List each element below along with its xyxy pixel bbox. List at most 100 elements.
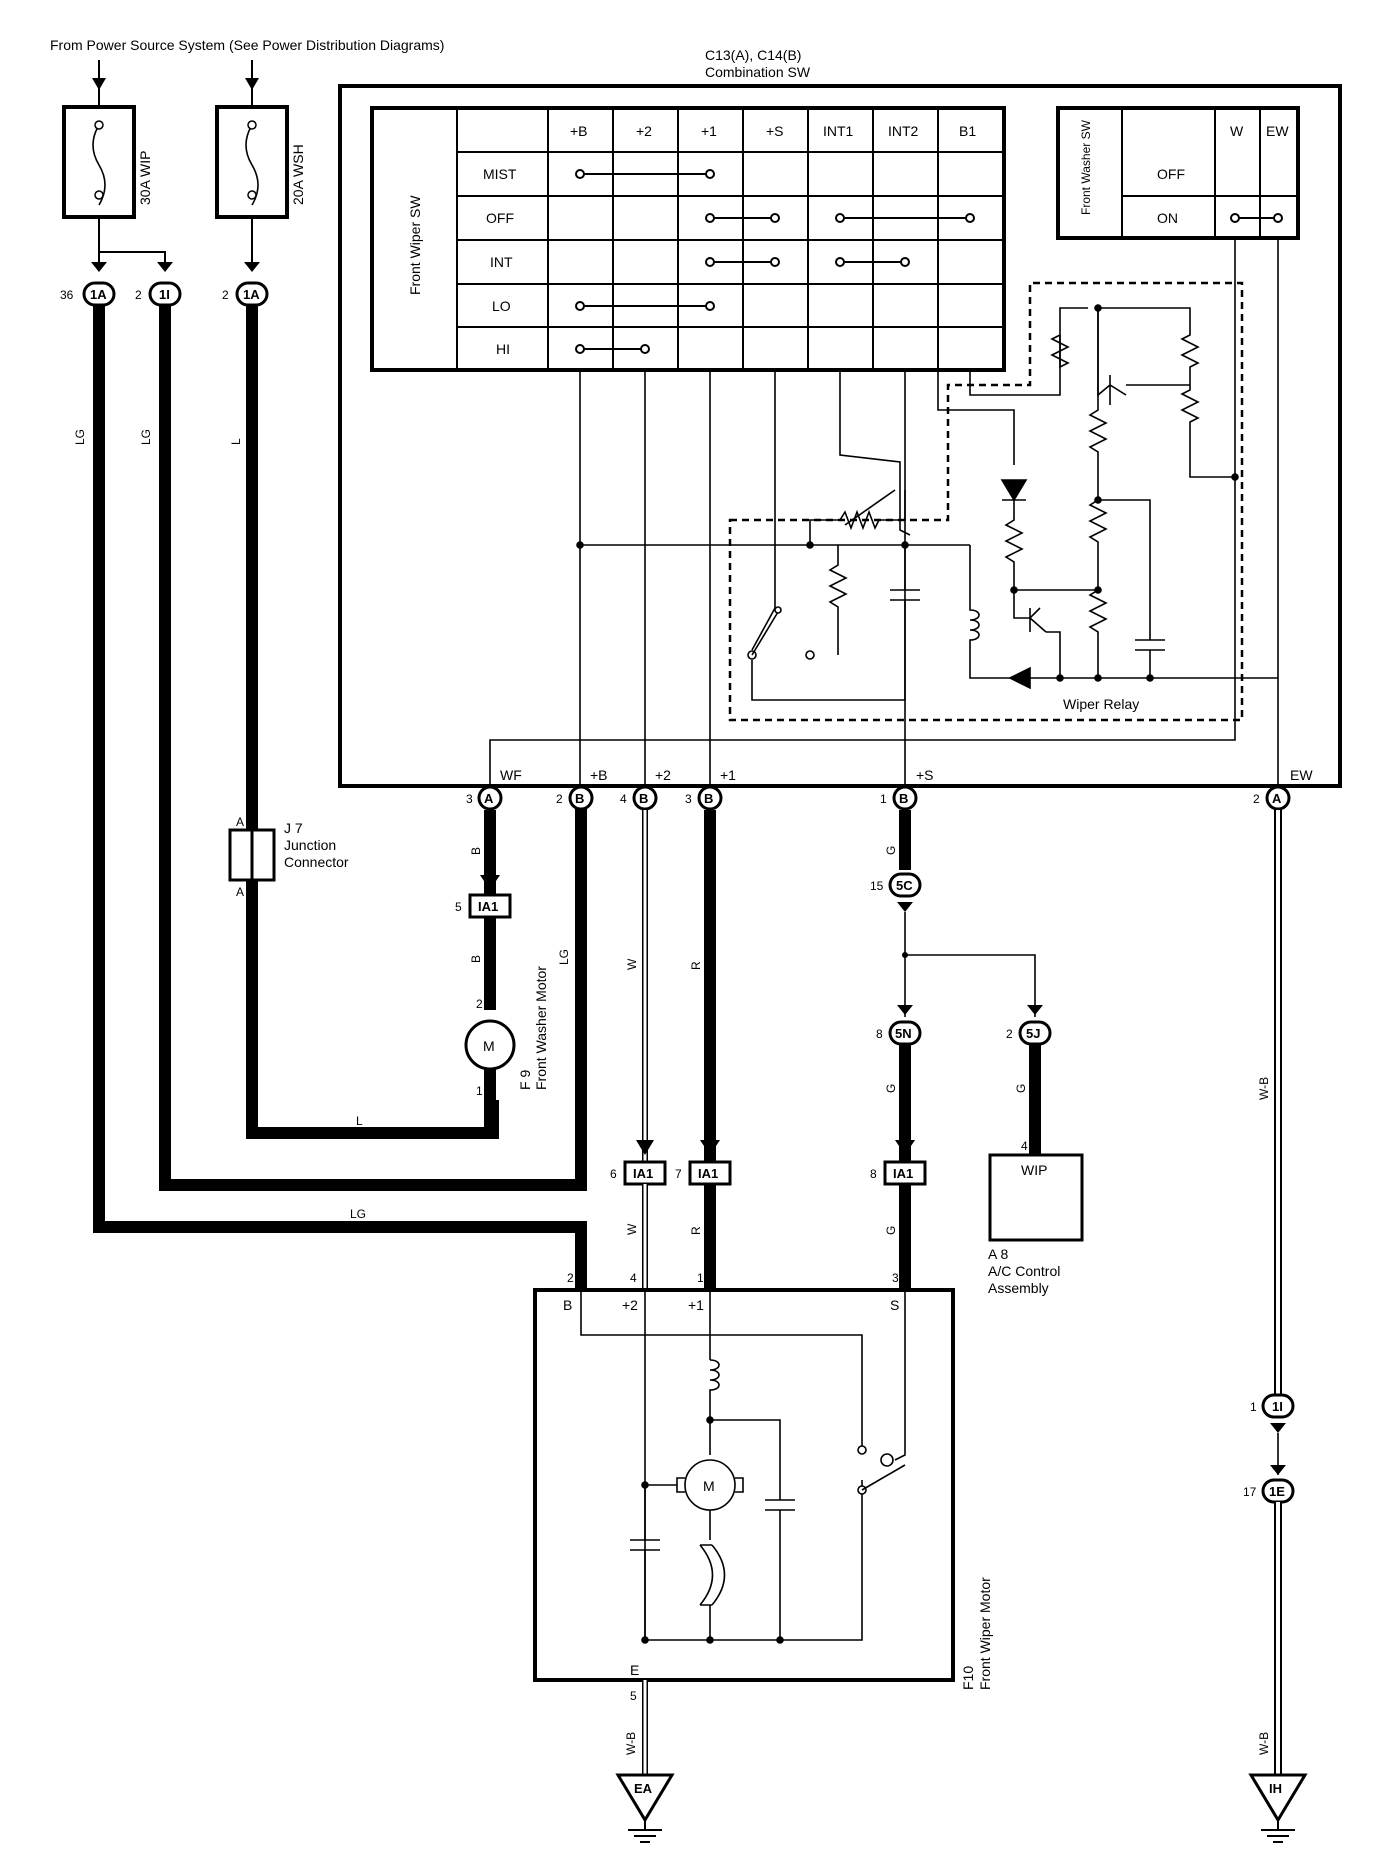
label-text: +2 <box>622 1297 638 1313</box>
row-header: ON <box>1157 210 1178 226</box>
label-text: E <box>630 1662 639 1678</box>
label-text: 5N <box>895 1026 912 1041</box>
terminal-wf: WF <box>500 767 522 783</box>
row-header: INT <box>490 254 513 270</box>
label-text: +1 <box>688 1297 704 1313</box>
front-washer-switch-table: Front Washer SW W EW OFF ON <box>1056 106 1300 240</box>
wire-color-wb: W-B <box>624 1732 638 1755</box>
label-text: 36 <box>60 288 74 302</box>
label-text: 5 <box>455 900 462 914</box>
wire-color-r: R <box>689 1226 703 1235</box>
wire-color-g: G <box>884 1226 898 1235</box>
col-header: W <box>1230 123 1244 139</box>
label-text: 2 <box>567 1271 574 1285</box>
wire-lg-36 <box>93 305 587 1290</box>
label-text: 5C <box>896 878 913 893</box>
label-text: 4 <box>1021 1139 1028 1153</box>
row-header: OFF <box>1157 166 1185 182</box>
row-header: HI <box>496 341 510 357</box>
label-text: 6 <box>610 1167 617 1181</box>
label-text: 2 <box>135 288 142 302</box>
label-text: A <box>484 791 494 806</box>
connector-1e-17: 1E 17 <box>1243 1478 1295 1504</box>
col-header: +B <box>570 123 588 139</box>
label-text: B <box>563 1297 572 1313</box>
connector-1i-2: 1I 2 <box>135 281 182 307</box>
connector-ia1-6: IA1 6 <box>610 1160 667 1186</box>
wiper-relay: Wiper Relay <box>728 281 1278 722</box>
label-text: WIP <box>1021 1162 1047 1178</box>
connector-ia1-8: IA1 8 <box>870 1160 927 1186</box>
label-text: 1 <box>697 1271 704 1285</box>
row-header: MIST <box>483 166 517 182</box>
col-header: +1 <box>701 123 717 139</box>
label-text: 5 <box>630 1689 637 1703</box>
label-text: B <box>639 791 648 806</box>
label-text: Connector <box>284 854 349 870</box>
terminal-plus-b: +B <box>590 767 608 783</box>
wire-color-w: W <box>625 1223 639 1235</box>
label-text: M <box>703 1478 715 1494</box>
front-wiper-motor: 2 4 1 3 B +2 +1 S E F10 Front Wiper Moto… <box>533 1271 993 1690</box>
label-text: 1E <box>1269 1484 1285 1499</box>
wire-color-r: R <box>689 961 703 970</box>
combination-switch-name: Combination SW <box>705 64 811 80</box>
ground-ih: IH <box>1248 1773 1308 1843</box>
label-text: 1I <box>159 287 170 302</box>
label-text: IA1 <box>633 1166 653 1181</box>
label-text: A/C Control <box>988 1263 1060 1279</box>
connector-5c: 5C 15 <box>870 872 922 898</box>
label-text: F10 <box>960 1666 976 1690</box>
label-text: 2 <box>556 792 563 806</box>
connector-ia1-5: IA1 5 <box>455 893 512 919</box>
label-text: 4 <box>620 792 627 806</box>
terminal-plus-1: +1 <box>720 767 736 783</box>
wire-color-wb: W-B <box>1257 1732 1271 1755</box>
label-text: B <box>575 791 584 806</box>
label-text: 1A <box>243 287 260 302</box>
label-text: IA1 <box>478 899 498 914</box>
label-text: 1I <box>1272 1399 1283 1414</box>
ground-ea: EA <box>615 1773 675 1843</box>
label-text: A 8 <box>988 1246 1008 1262</box>
connector-5n: 5N 8 <box>876 1020 922 1046</box>
label-text: EA <box>634 1781 653 1796</box>
label-text: Front Washer Motor <box>533 966 549 1090</box>
label-text: 8 <box>870 1167 877 1181</box>
wire-color-g: G <box>884 846 898 855</box>
wire-color-w: W <box>625 958 639 970</box>
label-text: A <box>1272 791 1282 806</box>
junction-connector-j7: A A J 7 Junction Connector <box>228 815 349 899</box>
label-text: B <box>704 791 713 806</box>
terminal-plus-s: +S <box>916 767 934 783</box>
fuse-label: 30A WIP <box>137 151 153 205</box>
label-text: 8 <box>876 1027 883 1041</box>
connector-ia1-7: IA1 7 <box>675 1160 732 1186</box>
wire-color-b: B <box>469 847 483 855</box>
col-header: B1 <box>959 123 976 139</box>
label-text: M <box>483 1038 495 1054</box>
label-text: 3 <box>892 1271 899 1285</box>
label-text: 3 <box>466 792 473 806</box>
wire-lg-2 <box>159 305 587 1191</box>
label-text: 1 <box>880 792 887 806</box>
ac-control-assembly: 4 WIP A 8 A/C Control Assembly <box>988 1139 1084 1296</box>
label-text: 2 <box>476 997 483 1011</box>
label-text: A <box>236 815 244 829</box>
terminal-ew: EW <box>1290 767 1313 783</box>
label-text: IH <box>1269 1781 1282 1796</box>
connector-1i-1: 1I 1 <box>1250 1393 1295 1419</box>
label-text: J 7 <box>284 820 303 836</box>
label-text: 17 <box>1243 1485 1257 1499</box>
label-text: Front Wiper Motor <box>977 1577 993 1690</box>
washer-switch-side-label: Front Washer SW <box>1079 119 1093 215</box>
row-header: LO <box>492 298 511 314</box>
col-header: +2 <box>636 123 652 139</box>
row-header: OFF <box>486 210 514 226</box>
connector-1a-2: 1A 2 <box>222 281 269 307</box>
label-text: 5J <box>1026 1026 1040 1041</box>
connector-5j: 5J 2 <box>1006 1020 1052 1046</box>
label-text: S <box>890 1297 899 1313</box>
connector-1a-36: 1A 36 <box>60 281 116 307</box>
